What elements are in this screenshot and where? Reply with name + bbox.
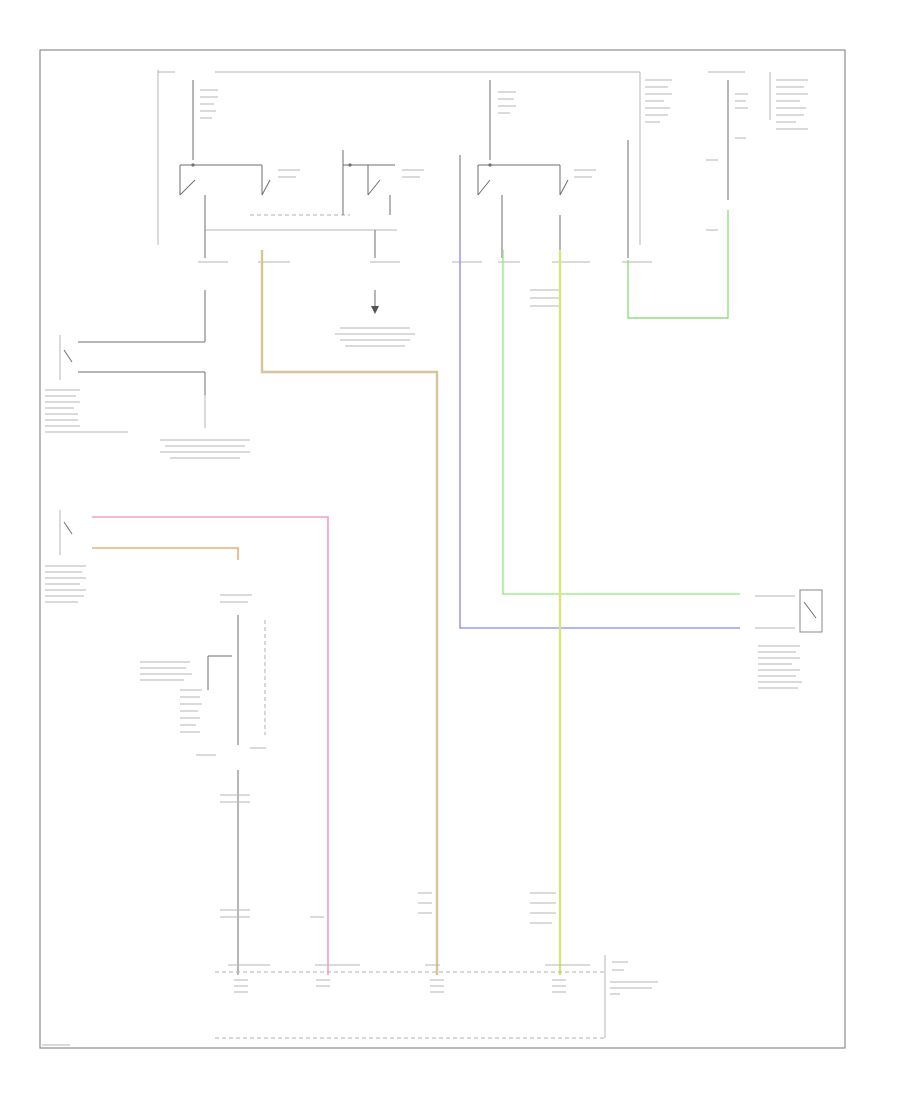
- relay-switch-icon: [342, 150, 424, 231]
- connector-icon: [215, 955, 658, 1039]
- switch-icon: [140, 594, 266, 975]
- power-feed-middle: [489, 72, 672, 245]
- blue-wire: [459, 240, 740, 629]
- tan-wire: [260, 250, 439, 975]
- connector-icon: [198, 230, 652, 263]
- switch-icon: [45, 290, 206, 433]
- power-feed-left: [157, 63, 640, 245]
- switch-icon: [45, 510, 86, 603]
- green-wire: [502, 250, 740, 595]
- relay-switch-icon: [179, 163, 350, 230]
- power-feed-right: [706, 71, 808, 231]
- relay-switch-icon: [459, 155, 596, 258]
- switch-icon: [755, 589, 823, 689]
- light-green-wire: [627, 210, 729, 319]
- diagram-frame: [39, 49, 846, 1049]
- ground-icon: [335, 290, 415, 347]
- pink-wire: [92, 516, 329, 975]
- ground-icon: [160, 395, 250, 459]
- wire-labels-lower: [310, 892, 556, 924]
- orange-wire: [92, 547, 239, 560]
